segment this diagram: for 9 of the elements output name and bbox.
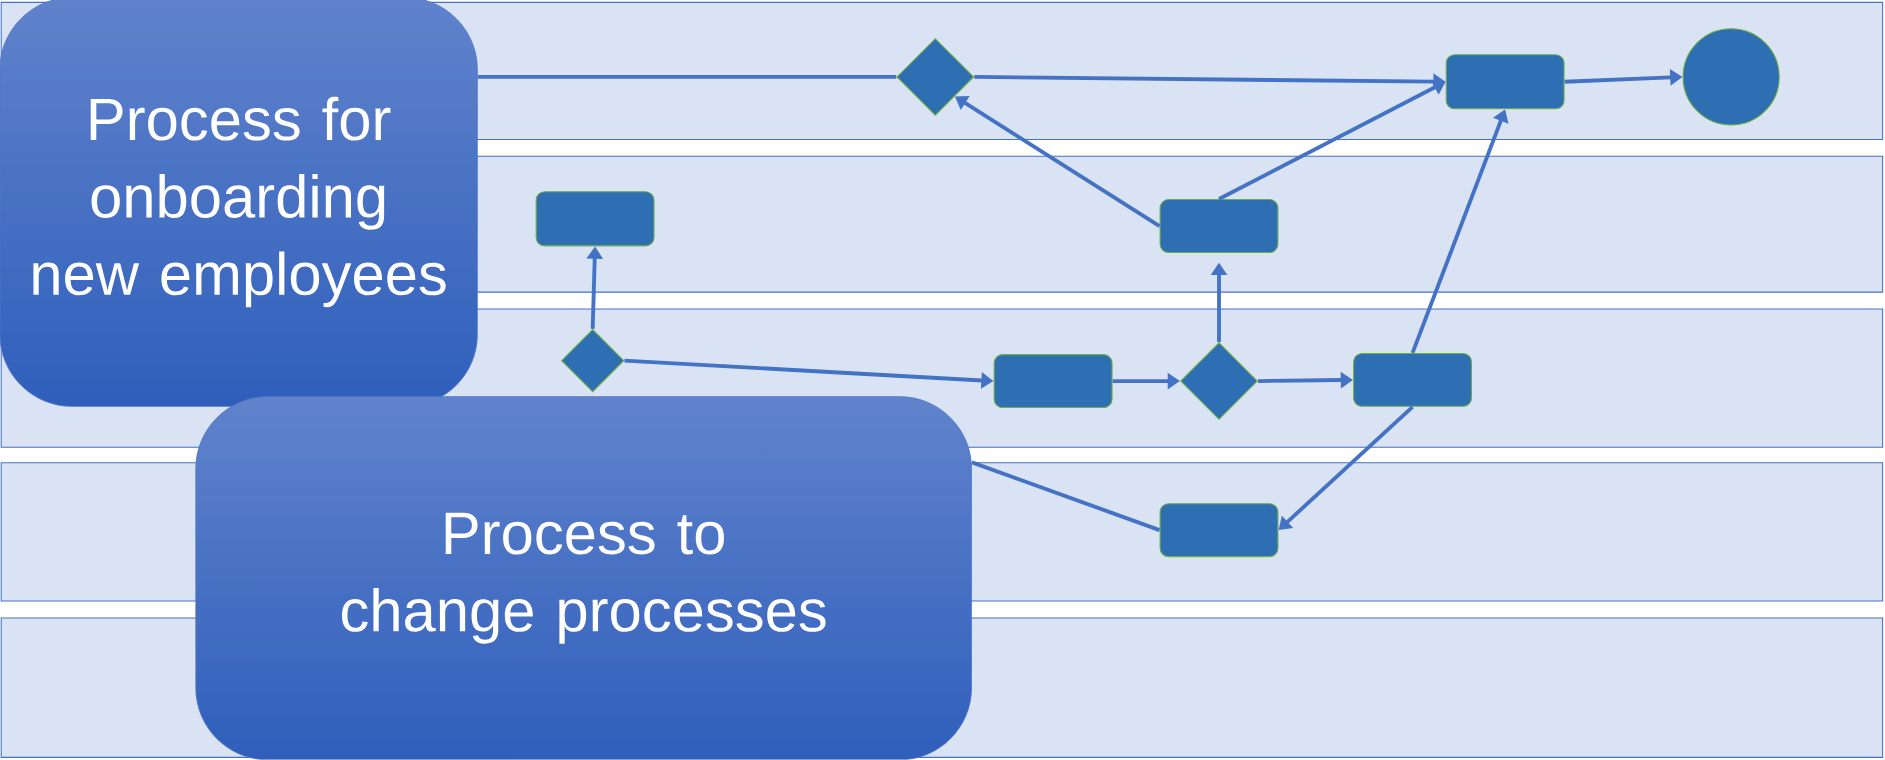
process-box xyxy=(1159,199,1279,254)
process-box xyxy=(1445,54,1565,110)
process-box xyxy=(1353,353,1472,407)
process-box xyxy=(993,354,1113,409)
process-group-box: Process to change processes xyxy=(195,396,972,760)
end-circle xyxy=(1682,28,1780,126)
process-box xyxy=(1159,503,1279,558)
process-box xyxy=(535,191,655,247)
decision-diamond xyxy=(560,328,625,393)
